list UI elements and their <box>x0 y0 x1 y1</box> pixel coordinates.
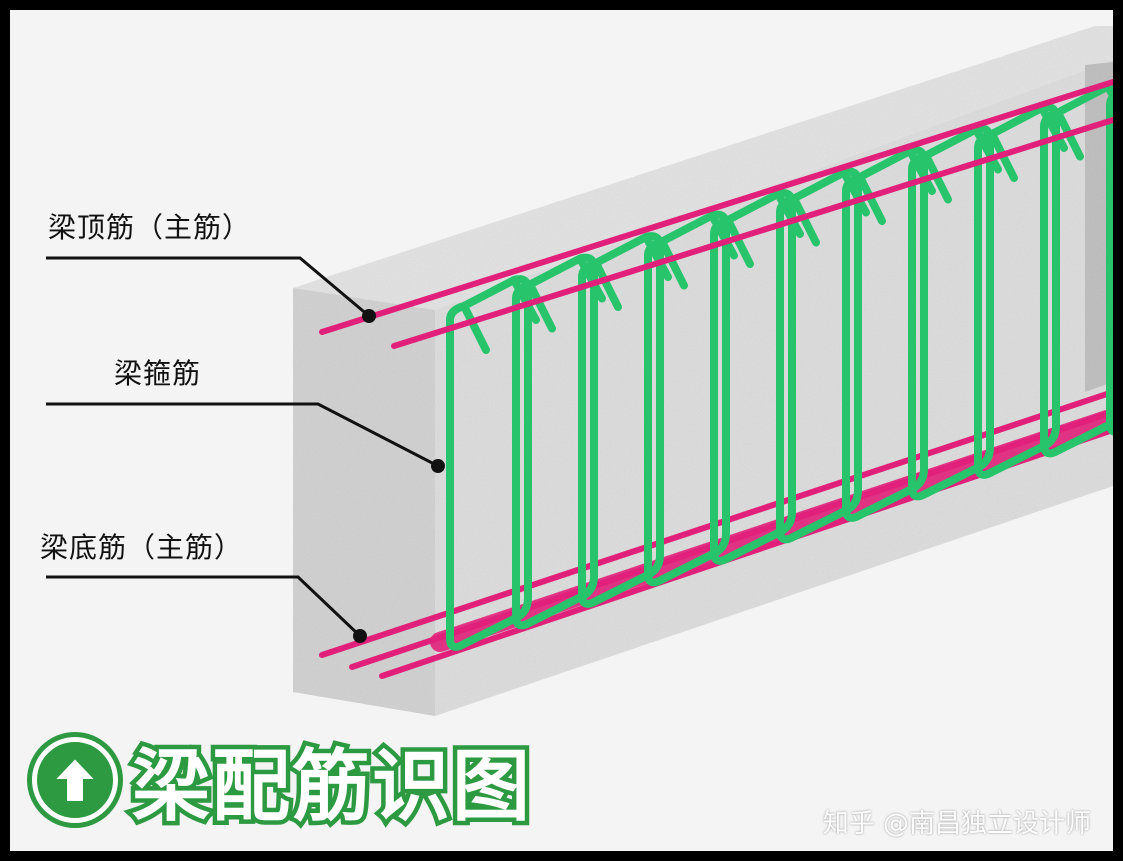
diagram-canvas: 梁顶筋（主筋） 梁箍筋 梁底筋（主筋） 梁配筋识图 知乎 @南昌独立设计师 <box>10 10 1113 851</box>
title-text: 梁配筋识图 <box>127 738 534 837</box>
arrow-up-icon <box>32 737 118 823</box>
label-top-bar: 梁顶筋（主筋） <box>48 211 252 244</box>
label-bottom-bar: 梁底筋（主筋） <box>40 531 244 564</box>
leader-dot-stirrup <box>431 459 445 473</box>
label-stirrup: 梁箍筋 <box>114 357 202 390</box>
leader-lines <box>46 256 439 638</box>
diagram-title: 梁配筋识图 <box>26 734 535 837</box>
leader-dot-bottom <box>353 629 367 643</box>
leader-dot-top <box>362 309 376 323</box>
beam-illustration <box>46 26 1113 716</box>
top-main-bars <box>319 79 1113 349</box>
watermark-text: 知乎 @南昌独立设计师 <box>822 809 1091 839</box>
